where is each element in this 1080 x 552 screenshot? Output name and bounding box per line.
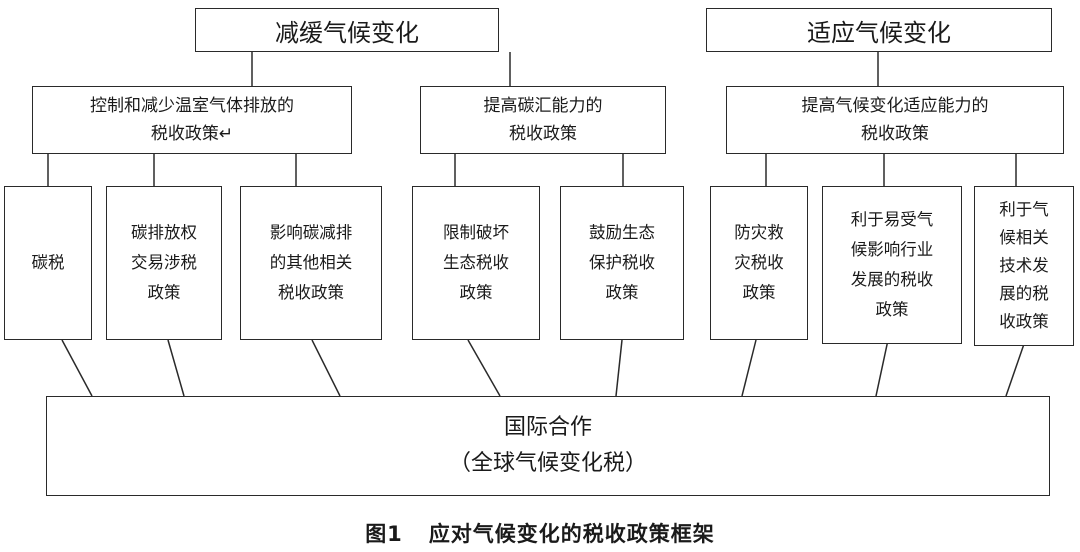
- leaf-other-policy: 影响碳减排 的其他相关 税收政策: [240, 186, 382, 340]
- leaf-climate-tech: 利于气 候相关 技术发 展的税 收政策: [974, 186, 1074, 346]
- box-international-cooperation-label: 国际合作 （全球气候变化税）: [448, 415, 647, 476]
- connector-carbon-tax-bottom: [61, 339, 93, 397]
- figure-number: 图1: [365, 522, 403, 546]
- connector-encourage-bottom: [615, 339, 623, 397]
- box-mitigation: 减缓气候变化: [195, 8, 499, 52]
- box-adaptation: 适应气候变化: [706, 8, 1052, 52]
- leaf-encourage-protection: 鼓励生态 保护税收 政策: [560, 186, 684, 340]
- leaf-climate-tech-label: 利于气 候相关 技术发 展的税 收政策: [999, 200, 1049, 331]
- leaf-vulnerable-industry-label: 利于易受气 候影响行业 发展的税收 政策: [850, 210, 934, 319]
- leaf-carbon-tax: 碳税: [4, 186, 92, 340]
- box-adapt-policy-label: 提高气候变化适应能力的 税收政策: [801, 96, 989, 144]
- box-sink-policy-label: 提高碳汇能力的 税收政策: [483, 96, 603, 144]
- leaf-other-policy-label: 影响碳减排 的其他相关 税收政策: [269, 223, 353, 302]
- leaf-carbon-trading-label: 碳排放权 交易涉税 政策: [131, 223, 197, 302]
- leaf-disaster-relief: 防灾救 灾税收 政策: [710, 186, 808, 340]
- leaf-carbon-tax-label: 碳税: [31, 253, 65, 272]
- box-sink-policy: 提高碳汇能力的 税收政策: [420, 86, 666, 154]
- figure-title: 应对气候变化的税收政策框架: [428, 522, 715, 546]
- connector-industry-bottom: [875, 339, 889, 397]
- leaf-restrict-damage: 限制破坏 生态税收 政策: [412, 186, 540, 340]
- connector-trading-bottom: [167, 339, 185, 397]
- box-ghg-policy-label: 控制和减少温室气体排放的 税收政策↵: [90, 96, 294, 144]
- figure-caption: 图1 应对气候变化的税收政策框架: [0, 518, 1080, 548]
- connector-other-bottom: [311, 339, 341, 397]
- leaf-carbon-trading: 碳排放权 交易涉税 政策: [106, 186, 222, 340]
- connector-restrict-bottom: [467, 339, 501, 397]
- box-ghg-policy: 控制和减少温室气体排放的 税收政策↵: [32, 86, 352, 154]
- leaf-restrict-damage-label: 限制破坏 生态税收 政策: [443, 223, 509, 302]
- box-adaptation-label: 适应气候变化: [807, 18, 951, 47]
- box-mitigation-label: 减缓气候变化: [275, 18, 419, 47]
- connector-disaster-bottom: [741, 339, 757, 397]
- box-adapt-policy: 提高气候变化适应能力的 税收政策: [726, 86, 1064, 154]
- connector-tech-bottom: [1005, 343, 1025, 397]
- box-international-cooperation: 国际合作 （全球气候变化税）: [46, 396, 1050, 496]
- leaf-vulnerable-industry: 利于易受气 候影响行业 发展的税收 政策: [822, 186, 962, 344]
- leaf-encourage-protection-label: 鼓励生态 保护税收 政策: [589, 223, 655, 302]
- leaf-disaster-relief-label: 防灾救 灾税收 政策: [734, 223, 784, 302]
